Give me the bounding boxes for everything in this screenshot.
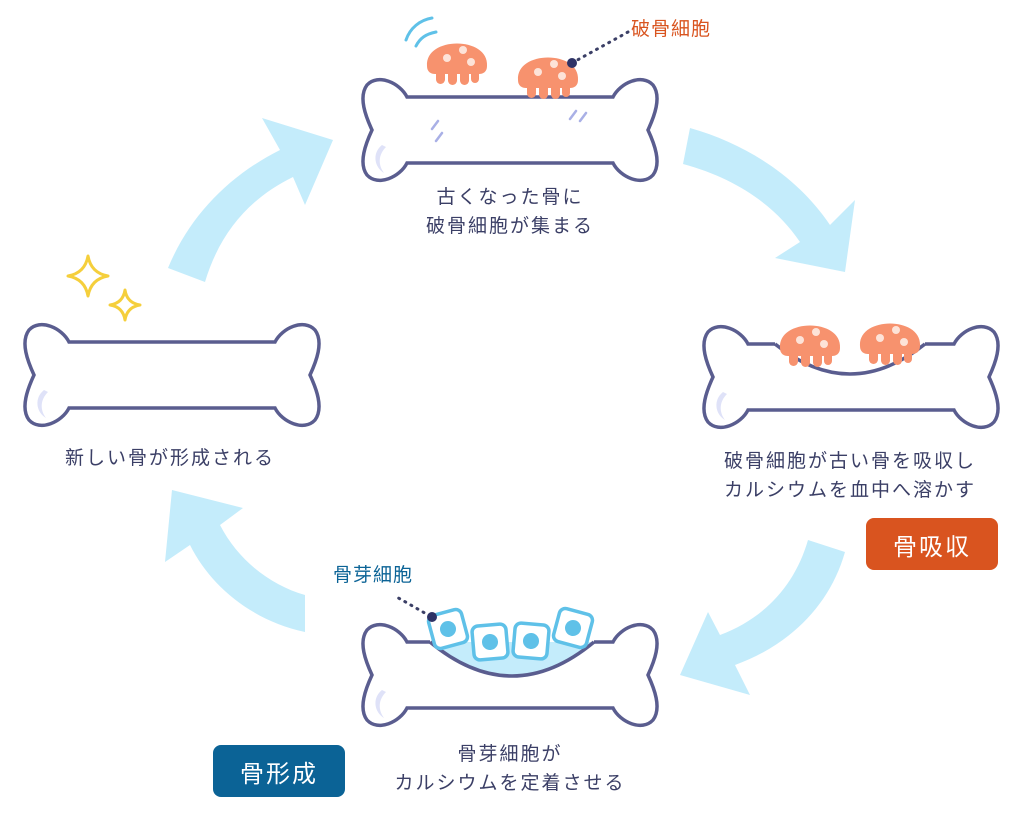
- right-caption: 破骨細胞が古い骨を吸収し カルシウムを血中へ溶かす: [723, 450, 976, 501]
- formation-badge: 骨形成: [213, 745, 345, 797]
- sparkle-icon: [108, 288, 142, 322]
- new-bone: [23, 322, 321, 428]
- osteoclast-cell: [426, 43, 488, 85]
- motion-lines-icon: [404, 16, 438, 48]
- osteoclast-callout: 破骨細胞: [631, 18, 712, 40]
- osteoblast-cell: [510, 620, 552, 662]
- top-caption: 古くなった骨に 破骨細胞が集まる: [425, 186, 594, 237]
- sparkle-icon: [66, 254, 110, 298]
- arrow-top-to-right: [683, 128, 855, 272]
- bottom-caption: 骨芽細胞が カルシウムを定着させる: [394, 743, 626, 794]
- osteoblast-cell: [469, 621, 511, 663]
- forming-bone: [361, 622, 659, 728]
- arrow-bottom-to-left: [165, 490, 305, 632]
- arrow-left-to-top: [168, 118, 333, 282]
- osteoblast-cell: [550, 605, 596, 651]
- old-bone: [361, 77, 659, 183]
- arrow-right-to-bottom: [680, 540, 845, 695]
- osteoblast-callout: 骨芽細胞: [333, 564, 414, 586]
- left-caption: 新しい骨が形成される: [64, 447, 275, 469]
- resorption-badge: 骨吸収: [866, 518, 998, 570]
- resorbing-bone: [702, 324, 1000, 430]
- cycle-arrows: [165, 118, 855, 695]
